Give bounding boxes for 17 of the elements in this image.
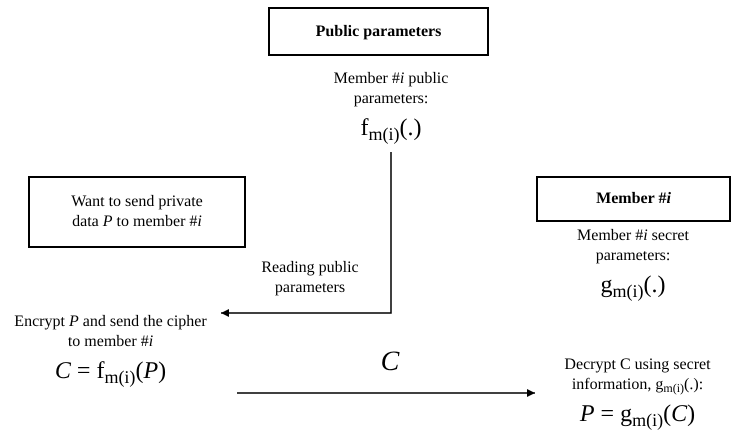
label-box	[536, 176, 731, 222]
label-box	[28, 176, 246, 248]
formula: f$_{m(i)}$(.)	[360, 114, 422, 143]
edge-label: Reading public parameters	[260, 258, 360, 298]
formula: C = f$_{m(i)}$(P)	[54, 357, 166, 386]
arrow	[237, 389, 535, 397]
node-text: Member #i public parameters:	[332, 69, 450, 109]
label-box	[268, 7, 489, 56]
arrow	[221, 152, 392, 317]
formula: g$_{m(i)}$(.)	[600, 271, 666, 300]
node-text: Want to send private data P to member #i	[70, 192, 204, 232]
formula: P = g$_{m(i)}$(C)	[580, 400, 696, 429]
node-text: Encrypt P and send the cipher to member #i	[13, 312, 208, 352]
node-text: Decrypt C using secret information, g$_{m(i)}$(.):	[563, 355, 712, 395]
node-text: Public parameters	[316, 22, 442, 42]
node-text: Member #i	[596, 189, 671, 209]
caption-text: Member #i secret parameters:	[576, 226, 690, 266]
